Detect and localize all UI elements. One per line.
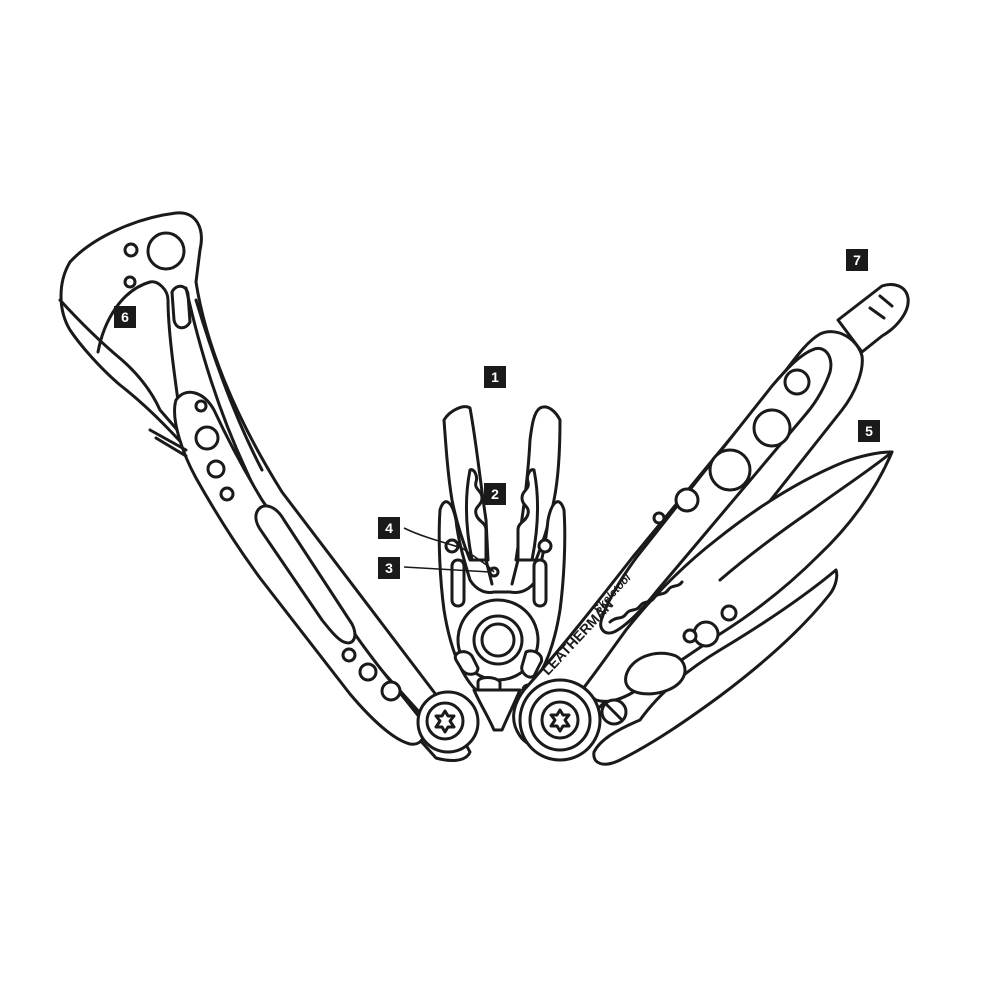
callout-4: 4 [378, 517, 400, 539]
driver-bit [836, 283, 910, 354]
callout-1: 1 [484, 366, 506, 388]
right-pivot [518, 678, 602, 762]
callout-3: 3 [378, 557, 400, 579]
plier-jaw-serrations-right [516, 468, 540, 562]
plier-jaw-serrations-left [464, 468, 488, 562]
pliers-head [403, 405, 567, 732]
knife-blade [580, 450, 894, 766]
callout-7: 7 [846, 249, 868, 271]
callout-6: 6 [114, 306, 136, 328]
callout-5: 5 [858, 420, 880, 442]
knife-serrations [608, 580, 684, 624]
left-handle-large-hole [146, 231, 186, 271]
right-handle: LEATHERMAN Skeletool [512, 283, 910, 748]
leader-line-3 [403, 566, 491, 573]
callout-2: 2 [484, 483, 506, 505]
leader-line-4 [403, 527, 495, 573]
left-handle [58, 211, 480, 762]
